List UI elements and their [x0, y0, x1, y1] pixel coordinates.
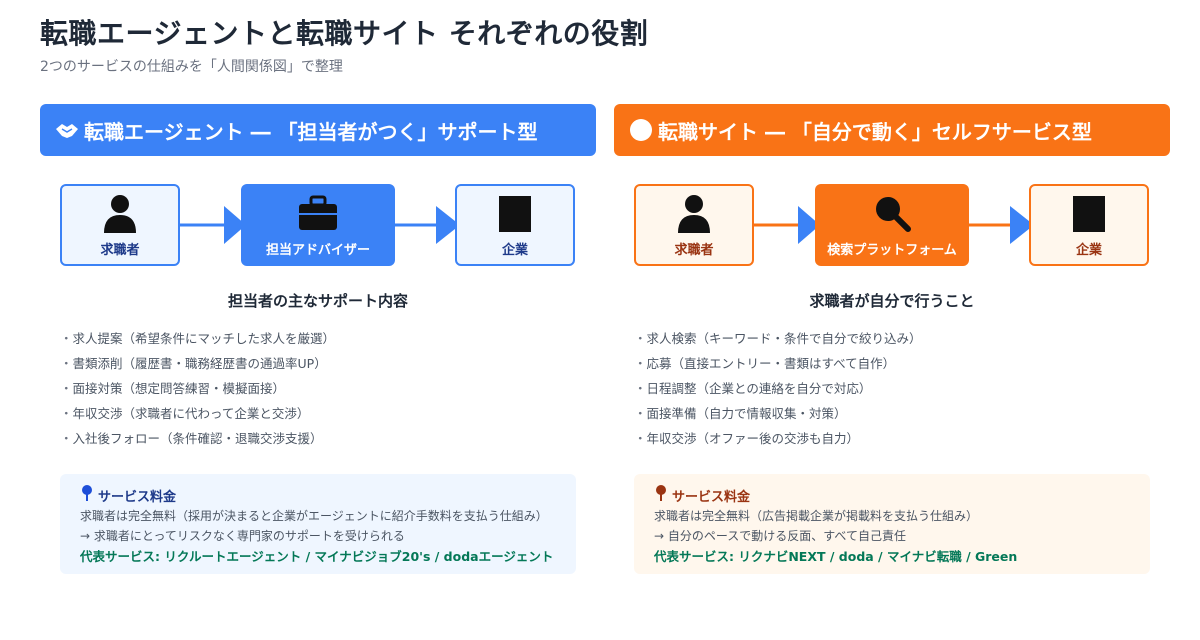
- agent-banner: 転職エージェント ― 「担当者がつく」サポート型: [40, 104, 596, 156]
- agent-flow-arrows: [180, 206, 460, 244]
- agent-node-advisor: 担当アドバイザー: [241, 184, 395, 266]
- site-fee-box: サービス料金 求職者は完全無料（広告掲載企業が掲載料を支払う仕組み） → 自分の…: [634, 474, 1150, 574]
- site-flow-arrows: [754, 206, 1034, 244]
- list-item: 求人提案（希望条件にマッチした求人を厳選）: [60, 326, 336, 351]
- list-item: 日程調整（企業との連絡を自分で対応）: [634, 376, 922, 401]
- list-item: 面接準備（自力で情報収集・対策）: [634, 401, 922, 426]
- page-title: 転職エージェントと転職サイト それぞれの役割: [40, 17, 649, 50]
- list-item: 年収交渉（求職者に代わって企業と交渉）: [60, 401, 335, 426]
- site-node-jobseeker-label: 求職者: [674, 242, 714, 258]
- building-icon: [495, 193, 535, 233]
- site-flow-diagram: 求職者 検索プラットフォーム 企業: [614, 184, 1170, 266]
- agent-fee-line2: → 求職者にとってリスクなく専門家のサポートを受けられる: [80, 529, 405, 543]
- site-node-platform: 検索プラットフォーム: [815, 184, 969, 266]
- agent-node-company-label: 企業: [501, 242, 528, 258]
- agent-fee-line1: 求職者は完全無料（採用が決まると企業がエージェントに紹介手数料を支払う仕組み）: [80, 509, 548, 523]
- list-item: 年収交渉（オファー後の交渉も自力）: [634, 426, 922, 451]
- agent-fee-box: サービス料金 求職者は完全無料（採用が決まると企業がエージェントに紹介手数料を支…: [60, 474, 576, 574]
- agent-node-jobseeker: 求職者: [60, 184, 180, 266]
- agent-fee-services: 代表サービス: リクルートエージェント / マイナビジョブ20's / doda…: [80, 549, 554, 564]
- agent-flow-diagram: 求職者 担当アドバイザー 企業: [40, 184, 596, 266]
- site-node-platform-label: 検索プラットフォーム: [827, 242, 957, 258]
- list-item: 面接対策（想定問答練習・模擬面接）: [60, 376, 335, 401]
- agent-section-title: 担当者の主なサポート内容: [227, 292, 408, 310]
- site-section-title: 求職者が自分で行うこと: [809, 292, 975, 310]
- site-banner: 転職サイト ― 「自分で動く」セルフサービス型: [614, 104, 1170, 156]
- site-node-company: 企業: [1029, 184, 1149, 266]
- site-column: 転職サイト ― 「自分で動く」セルフサービス型 求職者 検索プラットフォーム 企…: [614, 104, 1170, 624]
- site-fee-title: サービス料金: [654, 484, 1150, 506]
- building-icon: [1069, 193, 1109, 233]
- site-fee-line1: 求職者は完全無料（広告掲載企業が掲載料を支払う仕組み）: [654, 509, 979, 523]
- agent-support-list: 求人提案（希望条件にマッチした求人を厳選） 書類添削（履歴書・職務経歴書の通過率…: [60, 326, 336, 451]
- site-task-list: 求人検索（キーワード・条件で自分で絞り込み） 応募（直接エントリー・書類はすべて…: [634, 326, 922, 451]
- agent-node-company: 企業: [455, 184, 575, 266]
- agent-fee-title-label: サービス料金: [98, 489, 177, 505]
- page-subtitle: 2つのサービスの仕組みを「人間関係図」で整理: [40, 59, 343, 75]
- person-icon: [674, 193, 714, 233]
- pin-icon: [654, 484, 668, 506]
- magnifier-icon: [872, 193, 912, 233]
- site-banner-label: 転職サイト ― 「自分で動く」セルフサービス型: [658, 119, 1092, 144]
- site-node-jobseeker: 求職者: [634, 184, 754, 266]
- globe-icon: [628, 117, 654, 143]
- site-node-company-label: 企業: [1075, 242, 1102, 258]
- list-item: 入社後フォロー（条件確認・退職交渉支援）: [60, 426, 335, 451]
- site-fee-services: 代表サービス: リクナビNEXT / doda / マイナビ転職 / Green: [654, 549, 1018, 564]
- briefcase-icon: [298, 193, 338, 233]
- agent-banner-label: 転職エージェント ― 「担当者がつく」サポート型: [84, 119, 538, 144]
- site-fee-line2: → 自分のペースで動ける反面、すべて自己責任: [654, 529, 906, 543]
- agent-node-jobseeker-label: 求職者: [100, 242, 140, 258]
- list-item: 求人検索（キーワード・条件で自分で絞り込み）: [634, 326, 922, 351]
- person-icon: [100, 193, 140, 233]
- agent-column: 転職エージェント ― 「担当者がつく」サポート型 求職者 担当アドバイザー 企業: [40, 104, 596, 624]
- agent-fee-title: サービス料金: [80, 484, 576, 506]
- handshake-icon: [54, 117, 80, 143]
- site-fee-title-label: サービス料金: [672, 489, 751, 505]
- list-item: 応募（直接エントリー・書類はすべて自作）: [634, 351, 922, 376]
- agent-node-advisor-label: 担当アドバイザー: [265, 242, 370, 258]
- list-item: 書類添削（履歴書・職務経歴書の通過率UP）: [60, 351, 335, 376]
- pin-icon: [80, 484, 94, 506]
